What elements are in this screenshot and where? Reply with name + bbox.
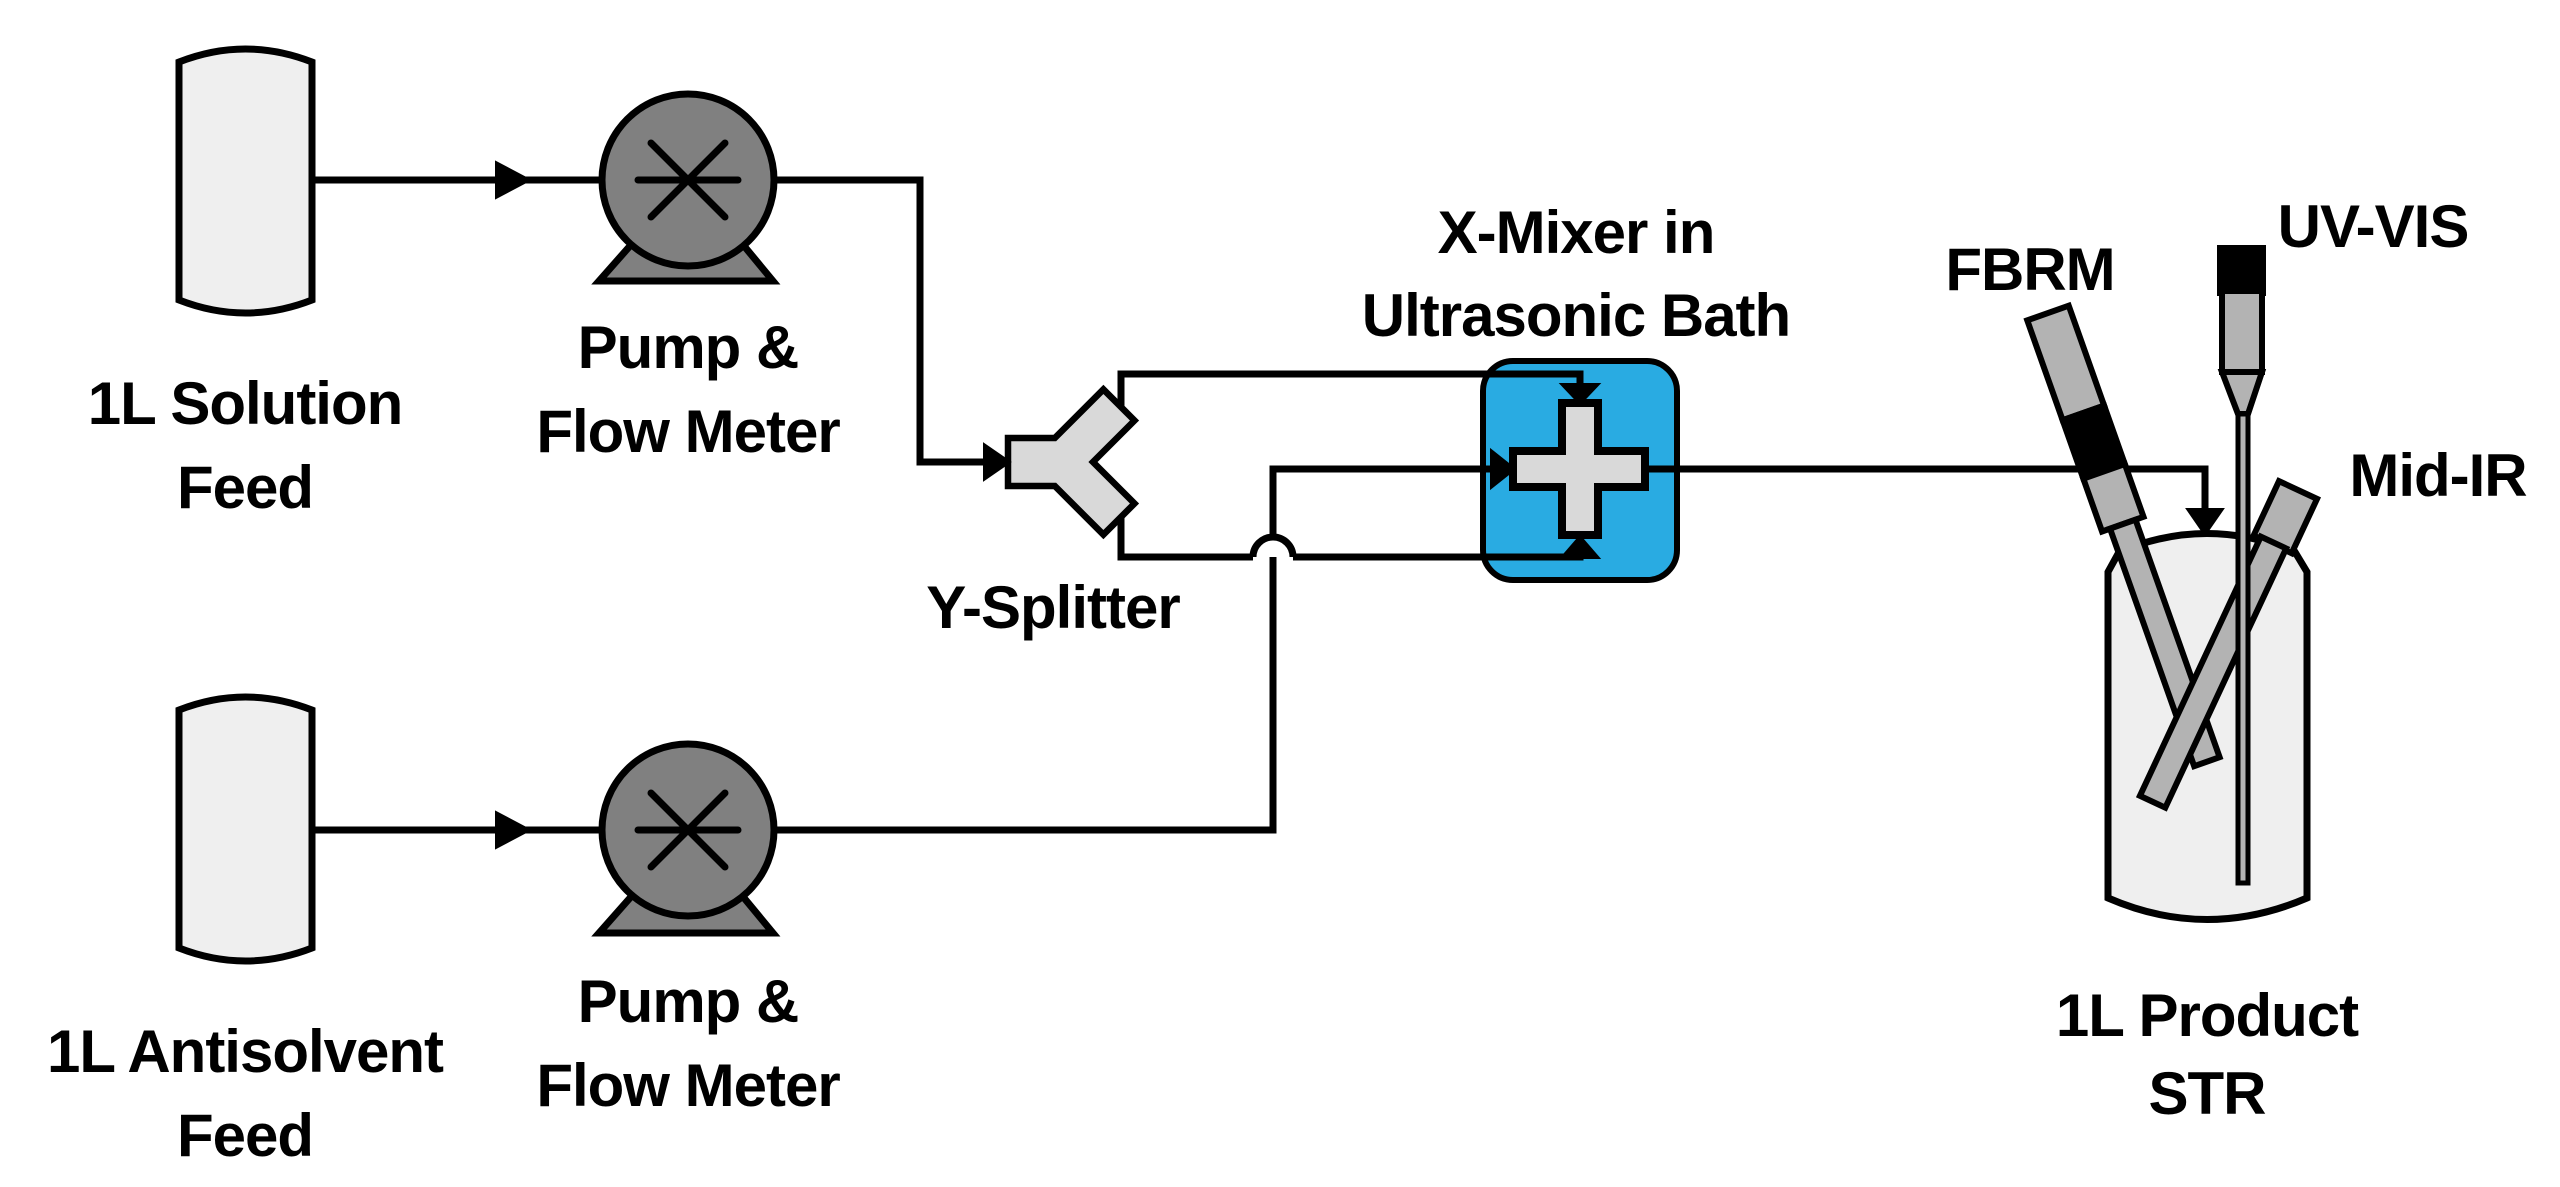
flow-arrow-solution-feed bbox=[495, 160, 533, 200]
uv-vis-probe-body bbox=[2219, 288, 2265, 375]
solution-feed-label-line2: Feed bbox=[177, 454, 313, 521]
flow-arrow-into-splitter bbox=[983, 442, 1012, 482]
flow-arrow-mixer-bottom bbox=[1558, 534, 1602, 559]
pump-impeller-icon bbox=[634, 139, 742, 221]
fbrm-probe-body bbox=[2023, 301, 2108, 425]
uv-vis-probe-rod bbox=[2235, 411, 2251, 886]
pipe-crossover-bridge bbox=[1249, 533, 1297, 558]
uv-vis-probe bbox=[2217, 245, 2267, 886]
flow-arrow-into-str bbox=[2185, 508, 2225, 537]
uv-vis-probe-cone bbox=[2217, 369, 2267, 417]
fbrm-label: FBRM bbox=[1945, 236, 2114, 303]
antisolvent-riser-pipe bbox=[774, 465, 1492, 834]
solution-pump-label-line1: Pump & bbox=[578, 314, 799, 381]
x-mixer-label-line2: Ultrasonic Bath bbox=[1362, 282, 1790, 349]
mid-ir-label: Mid-IR bbox=[2349, 442, 2527, 509]
antisolvent-pump-label-line2: Flow Meter bbox=[536, 1052, 840, 1119]
antisolvent-feed-label-line1: 1L Antisolvent bbox=[47, 1018, 444, 1085]
mixer-outlet-pipe bbox=[1645, 465, 2209, 511]
product-str-label-line2: STR bbox=[2149, 1060, 2267, 1127]
uv-vis-probe-cap bbox=[2217, 245, 2266, 296]
flow-arrow-mixer-left bbox=[1490, 447, 1517, 491]
antisolvent-pump-symbol bbox=[591, 740, 781, 937]
x-mixer-cross bbox=[1509, 399, 1649, 539]
solution-pump-discharge-pipe bbox=[774, 176, 984, 466]
flow-arrow-antisolvent-feed bbox=[495, 810, 533, 850]
splitter-bottom-branch-pipe-right bbox=[1293, 553, 1584, 561]
product-str-label-line1: 1L Product bbox=[2056, 982, 2359, 1049]
solution-feed-tank bbox=[175, 45, 316, 317]
x-mixer-label-line1: X-Mixer in bbox=[1438, 199, 1715, 266]
y-splitter-fitting bbox=[1004, 384, 1140, 540]
splitter-bottom-branch-pipe-left bbox=[1117, 514, 1253, 561]
y-splitter-label: Y-Splitter bbox=[926, 574, 1180, 641]
uv-vis-label: UV-VIS bbox=[2278, 193, 2469, 260]
solution-pump-label-line2: Flow Meter bbox=[536, 398, 840, 465]
antisolvent-feed-tank bbox=[175, 693, 316, 965]
antisolvent-feed-label-line2: Feed bbox=[177, 1102, 313, 1169]
pump-impeller-icon bbox=[634, 789, 742, 871]
antisolvent-pump-label-line1: Pump & bbox=[578, 968, 799, 1035]
flow-arrow-mixer-top bbox=[1558, 383, 1602, 406]
solution-feed-label-line1: 1L Solution bbox=[88, 370, 403, 437]
splitter-top-branch-pipe bbox=[1117, 370, 1584, 410]
solution-pump-symbol bbox=[591, 90, 781, 285]
